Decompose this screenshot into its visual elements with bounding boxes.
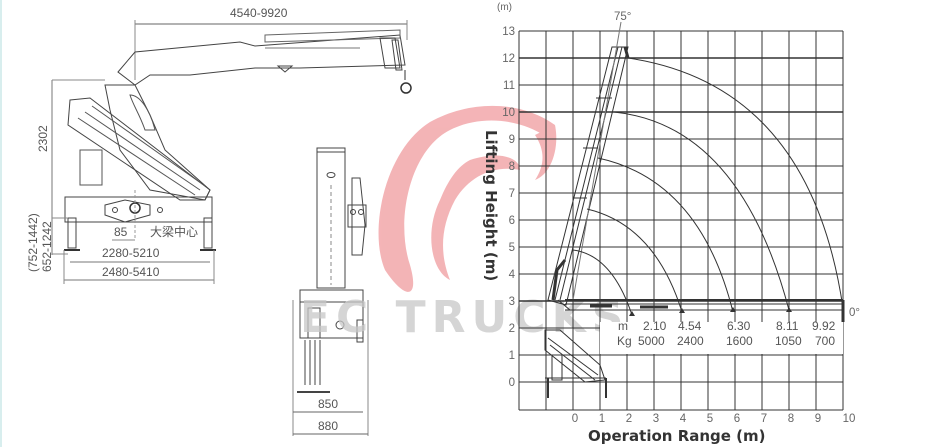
front-outer-width-label: 880 — [318, 419, 338, 433]
y-tick: 2 — [509, 323, 515, 335]
y-tick: 10 — [502, 107, 515, 119]
working-range-arcs — [572, 57, 844, 316]
front-inner-width-label: 850 — [318, 397, 338, 411]
x-tick: 3 — [653, 413, 659, 425]
capacity-range-1: 2.10 — [643, 319, 667, 333]
y-tick: 0 — [509, 377, 515, 389]
y-tick: 6 — [509, 215, 515, 227]
y-tick: 3 — [509, 296, 515, 308]
x-tick: 5 — [707, 413, 713, 425]
x-tick: 0 — [572, 413, 578, 425]
height-dimension-label: 2302 — [36, 125, 50, 152]
x-tick: 2 — [626, 413, 632, 425]
y-axis-title: Lifting Height (m) — [482, 130, 500, 281]
y-tick: 5 — [509, 242, 515, 254]
left-border — [0, 0, 2, 447]
front-view-drawing — [292, 147, 369, 436]
y-tick: 9 — [509, 134, 515, 146]
capacity-range-3: 6.30 — [727, 319, 751, 333]
capacity-load-4: 1050 — [775, 334, 802, 348]
capacity-load-3: 1600 — [726, 334, 753, 348]
capacity-range-5: 9.92 — [812, 319, 836, 333]
offset-dimension-label: 85 — [114, 225, 128, 239]
x-axis-ticks: 0 1 2 3 4 5 6 7 8 9 10 — [572, 413, 856, 425]
x-tick: 9 — [815, 413, 821, 425]
crane-base-drawing — [544, 299, 607, 398]
y-tick: 7 — [509, 188, 515, 200]
x-axis-title: Operation Range (m) — [588, 427, 766, 445]
x-tick: 6 — [734, 413, 740, 425]
beam-center-label: 大梁中心 — [150, 224, 198, 239]
capacity-range-unit: m — [618, 319, 628, 333]
x-tick: 10 — [843, 413, 856, 425]
y-tick: 1 — [509, 350, 515, 362]
capacity-range-2: 4.54 — [678, 319, 702, 333]
outer-span-label: 2480-5410 — [102, 265, 160, 279]
x-tick: 8 — [788, 413, 794, 425]
side-view-drawing — [51, 20, 412, 284]
boom-0-deg — [565, 299, 845, 322]
angle-max-label: 75° — [614, 11, 631, 23]
capacity-label-background — [600, 322, 843, 354]
y-tick: 4 — [509, 269, 516, 281]
y-axis-ticks: 0 1 2 3 4 5 6 7 8 9 10 11 12 13 — [502, 26, 515, 389]
capacity-range-4: 8.11 — [776, 319, 799, 333]
x-tick: 4 — [680, 413, 687, 425]
angle-min-label: 0° — [849, 307, 860, 319]
x-tick: 7 — [761, 413, 767, 425]
reach-dimension-label: 4540-9920 — [230, 6, 288, 20]
boom-75-deg — [547, 21, 630, 306]
y-tick: 12 — [502, 53, 515, 65]
y-unit-label: (m) — [497, 2, 512, 13]
capacity-load-unit: Kg — [617, 334, 632, 348]
x-tick: 1 — [599, 413, 605, 425]
capacity-load-1: 5000 — [638, 334, 665, 348]
y-tick: 13 — [502, 26, 515, 38]
capacity-load-2: 2400 — [677, 334, 704, 348]
capacity-load-5: 700 — [815, 334, 835, 348]
arc-endpoint-markers — [629, 307, 792, 316]
y-tick: 11 — [503, 80, 515, 92]
inner-span-label: 2280-5210 — [102, 246, 160, 260]
y-tick: 8 — [509, 161, 515, 173]
outrigger-height-label-1: (752-1442) — [26, 213, 40, 272]
outrigger-height-label-2: 652-1242 — [40, 221, 54, 272]
